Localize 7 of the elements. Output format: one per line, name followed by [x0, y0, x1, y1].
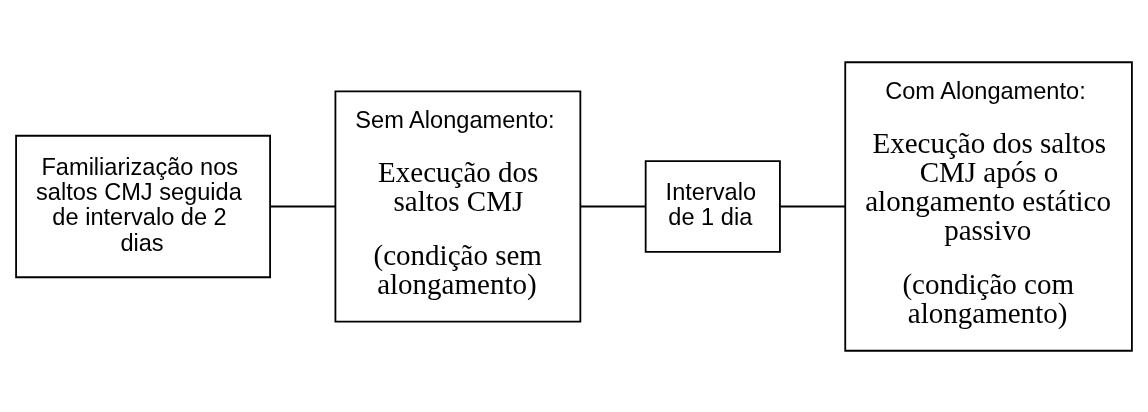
connector [269, 205, 336, 207]
node-box: Com Alongamento: Execução dos saltos CMJ após o alongamento estático passivo (condição com alongamento) [844, 60, 1133, 352]
connector [779, 205, 846, 207]
node-box: Intervalo de 1 dia [644, 159, 781, 253]
connector [580, 205, 646, 207]
node-box: Sem Alongamento: Execução dos saltos CMJ (condição sem alongamento) [334, 89, 582, 323]
node-box: Familiarização nos saltos CMJ seguida de intervalo de 2 dias [15, 134, 271, 278]
